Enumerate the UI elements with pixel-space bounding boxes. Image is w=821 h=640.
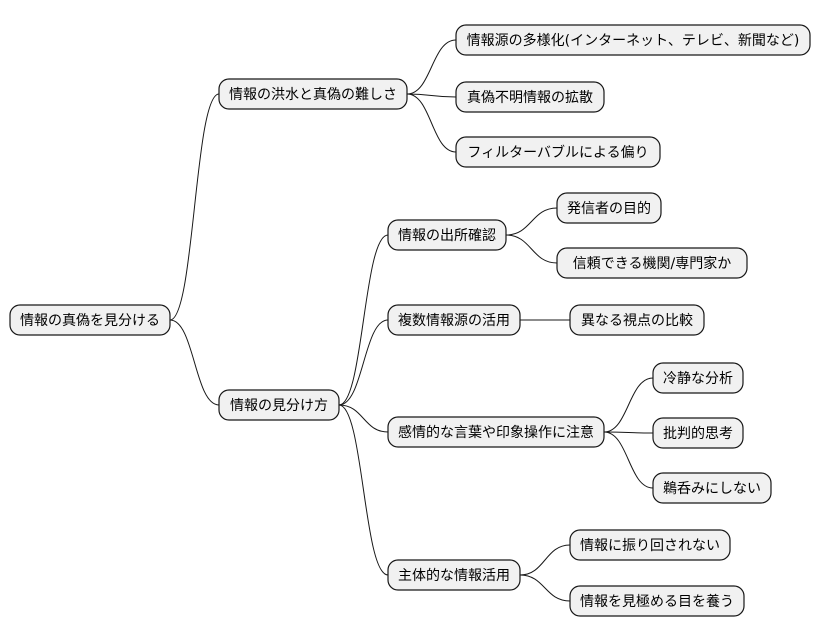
node-label: 鵜呑みにしない: [663, 481, 761, 497]
node-label: フィルターバブルによる偏り: [467, 144, 648, 161]
mindmap-node: 感情的な言葉や印象操作に注意: [387, 416, 605, 448]
node-label: 信頼できる機関/専門家か: [573, 255, 731, 272]
node-box: [387, 416, 605, 448]
mindmap-node: 情報を見極める目を養う: [569, 585, 745, 617]
connector-line: [519, 544, 571, 576]
mindmap-node: 情報の洪水と真偽の難しさ: [218, 78, 408, 110]
node-box: [455, 81, 605, 113]
node-label: 情報の出所確認: [398, 228, 496, 244]
connector-line: [338, 404, 389, 433]
node-label: 複数情報源の活用: [398, 312, 510, 329]
node-label: 真偽不明情報の拡散: [467, 90, 593, 106]
node-box: [556, 192, 662, 224]
connector-line: [169, 319, 220, 406]
node-label: 異なる視点の比較: [581, 313, 693, 329]
node-label: 情報源の多様化(インターネット、テレビ、新聞など): [467, 32, 800, 49]
connector-line: [603, 377, 654, 433]
mindmap-node: 真偽不明情報の拡散: [455, 81, 605, 113]
mindmap-node: 情報に振り回されない: [569, 529, 731, 561]
node-label: 批判的思考: [663, 426, 733, 442]
connector-line: [603, 431, 654, 489]
node-box: [455, 24, 811, 56]
node-box: [652, 362, 744, 394]
node-box: [218, 78, 408, 110]
node-label: 情報の真偽を見分ける: [20, 313, 160, 329]
node-label: 情報を見極める目を養う: [580, 593, 734, 610]
node-box: [9, 304, 171, 336]
mindmap-node: 冷静な分析: [652, 362, 744, 394]
node-box: [569, 529, 731, 561]
connector-line: [505, 207, 558, 236]
mindmap-node: 異なる視点の比較: [569, 304, 705, 336]
node-label: 情報の洪水と真偽の難しさ: [229, 87, 397, 103]
connector-line: [406, 93, 457, 153]
node-box: [387, 304, 521, 336]
connector-line: [406, 93, 457, 98]
node-box: [556, 247, 748, 279]
root-node: 情報の真偽を見分ける: [9, 304, 171, 336]
node-box: [652, 417, 744, 449]
mindmap-node: 鵜呑みにしない: [652, 472, 772, 504]
node-box: [387, 219, 507, 251]
node-label: 情報に振り回されない: [580, 538, 720, 554]
connector-line: [338, 234, 389, 406]
connector-line: [505, 234, 558, 264]
mindmap-node: 信頼できる機関/専門家か: [556, 247, 748, 279]
connector-line: [338, 319, 389, 406]
mindmap-node: 情報の見分け方: [218, 389, 340, 421]
node-box: [455, 136, 661, 168]
node-label: 主体的な情報活用: [398, 568, 510, 584]
connector-line: [519, 574, 571, 602]
mindmap-node: 情報源の多様化(インターネット、テレビ、新聞など): [455, 24, 811, 56]
connector-line: [169, 93, 220, 321]
node-box: [652, 472, 772, 504]
connector-line: [406, 39, 457, 95]
connector-line: [603, 431, 654, 434]
mindmap-node: 批判的思考: [652, 417, 744, 449]
mindmap-node: 発信者の目的: [556, 192, 662, 224]
node-label: 冷静な分析: [663, 371, 733, 387]
node-box: [569, 585, 745, 617]
connector-line: [338, 404, 389, 576]
mindmap-node: 主体的な情報活用: [387, 559, 521, 591]
node-label: 感情的な言葉や印象操作に注意: [398, 424, 594, 441]
mindmap-node: 複数情報源の活用: [387, 304, 521, 336]
node-box: [569, 304, 705, 336]
node-box: [218, 389, 340, 421]
node-label: 情報の見分け方: [230, 398, 328, 414]
mindmap-node: 情報の出所確認: [387, 219, 507, 251]
mindmap-node: フィルターバブルによる偏り: [455, 136, 661, 168]
node-box: [387, 559, 521, 591]
node-label: 発信者の目的: [567, 201, 651, 217]
